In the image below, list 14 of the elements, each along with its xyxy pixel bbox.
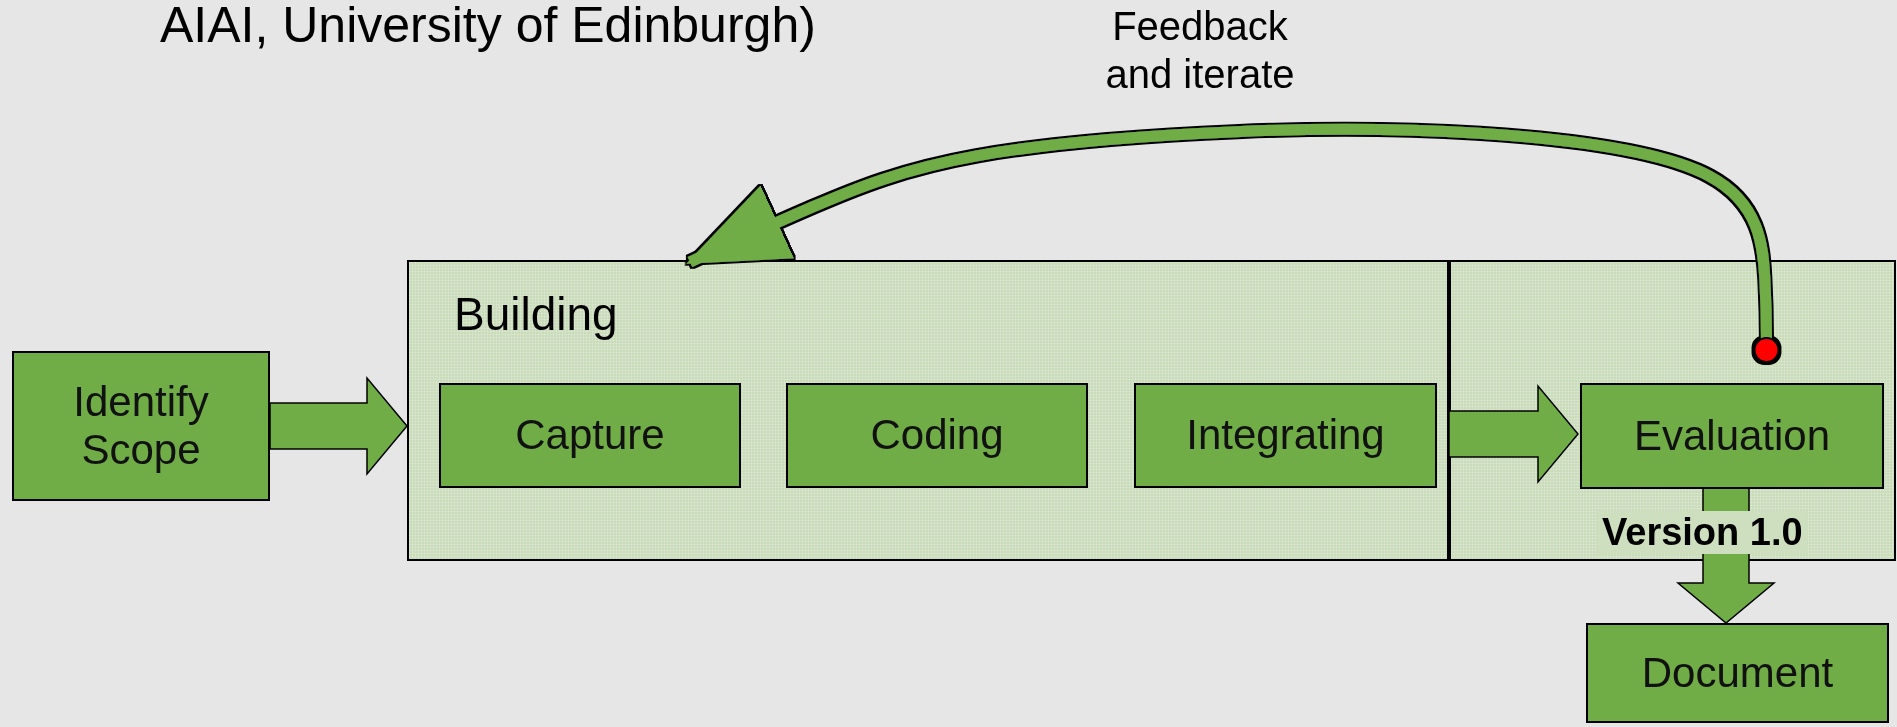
- stage-panel: [407, 260, 1449, 561]
- edge-label: Version 1.0: [1598, 511, 1807, 554]
- block-arrow: [1448, 383, 1579, 485]
- process-box: Capture: [439, 383, 741, 488]
- process-box: Identify Scope: [12, 351, 270, 501]
- panel-title: Building: [454, 287, 618, 341]
- process-box: Coding: [786, 383, 1088, 488]
- curved-arrow: [686, 123, 1780, 363]
- process-box: Integrating: [1134, 383, 1437, 488]
- block-arrow: [269, 375, 408, 477]
- process-box: Document: [1586, 623, 1889, 723]
- process-box: Evaluation: [1580, 383, 1884, 489]
- edge-label: Feedback and iterate: [1104, 3, 1296, 98]
- heading: AIAI, University of Edinburgh): [160, 0, 816, 54]
